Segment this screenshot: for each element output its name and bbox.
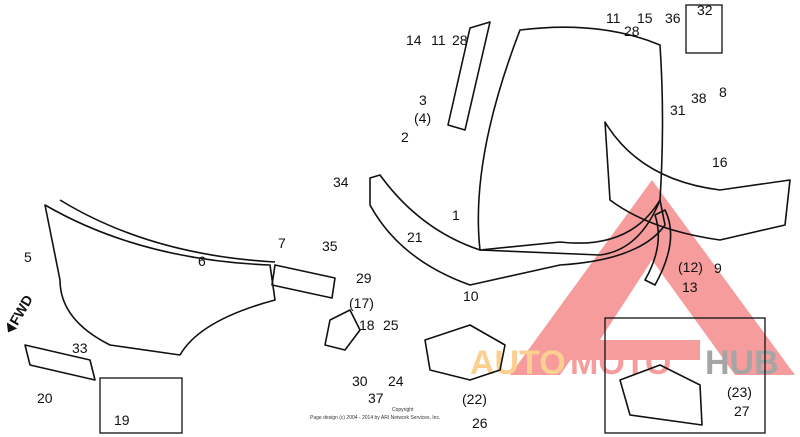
bracket-7 xyxy=(271,264,336,299)
callouts: 14 11 28 3 (4) 2 34 1 21 7 35 29 5 6 10 … xyxy=(24,2,752,431)
callout: 25 xyxy=(383,317,399,333)
callout: 26 xyxy=(472,415,488,431)
callout: (17) xyxy=(349,295,374,311)
callout: 6 xyxy=(198,253,206,269)
mirror-26 xyxy=(424,324,506,381)
callout: 36 xyxy=(665,10,681,26)
callout: 10 xyxy=(463,288,479,304)
watermark-moto: MOTO xyxy=(570,344,671,382)
forward-arrow: FWD xyxy=(6,292,36,333)
callout: 1 xyxy=(452,207,460,223)
box-19 xyxy=(99,377,183,434)
callout: (22) xyxy=(462,391,487,407)
callout: 33 xyxy=(72,340,88,356)
callout: 3 xyxy=(419,92,427,108)
callout: 9 xyxy=(714,260,722,276)
callout: 29 xyxy=(356,270,372,286)
part-27 xyxy=(619,364,703,426)
watermark-logo: AUTO MOTO HUB xyxy=(470,180,795,382)
callout: 7 xyxy=(278,235,286,251)
callout: (23) xyxy=(727,384,752,400)
fwd-label: FWD xyxy=(6,292,36,328)
callout: 34 xyxy=(333,174,349,190)
callout: 27 xyxy=(734,403,750,419)
triangle-logo-stroke xyxy=(510,180,652,375)
callout: 15 xyxy=(637,10,653,26)
triangle-logo-icon xyxy=(560,180,795,375)
callout: 37 xyxy=(368,390,384,406)
box-32 xyxy=(685,4,723,54)
callout: 8 xyxy=(719,84,727,100)
fairing-panel-left xyxy=(369,174,666,286)
callout: (4) xyxy=(414,110,431,126)
callout: 11 xyxy=(606,10,621,26)
stay-13 xyxy=(644,209,672,286)
fairing-panel-right xyxy=(604,121,791,241)
callout: 20 xyxy=(37,390,53,406)
callout: 2 xyxy=(401,129,409,145)
callout: 38 xyxy=(691,90,707,106)
callout: 31 xyxy=(670,102,686,118)
page-design-label: Page design (c) 2004 - 2014 by ARI Netwo… xyxy=(310,415,440,421)
callout: 11 xyxy=(431,32,446,48)
watermark-auto: AUTO xyxy=(470,344,566,382)
arrow-icon xyxy=(6,322,18,333)
callout: 28 xyxy=(452,32,468,48)
callout: 35 xyxy=(322,238,338,254)
bracket-17 xyxy=(324,309,361,351)
callout: 21 xyxy=(407,229,423,245)
copyright-label: Copyright xyxy=(392,407,414,413)
callout: 32 xyxy=(697,2,713,18)
callout: 5 xyxy=(24,249,32,265)
callout: 18 xyxy=(359,317,375,333)
box-27 xyxy=(604,317,766,434)
callout: (12) xyxy=(678,259,703,275)
watermark-hub: HUB xyxy=(705,344,779,382)
front-cowl xyxy=(44,199,276,356)
callout: 13 xyxy=(682,279,698,295)
callout: 30 xyxy=(352,373,368,389)
reflector-20 xyxy=(24,344,96,381)
callout: 16 xyxy=(712,154,728,170)
callout: 14 xyxy=(406,32,422,48)
callout: 24 xyxy=(388,373,404,389)
callout: 28 xyxy=(624,23,640,39)
callout: 19 xyxy=(114,412,130,428)
strip-3 xyxy=(447,21,491,131)
